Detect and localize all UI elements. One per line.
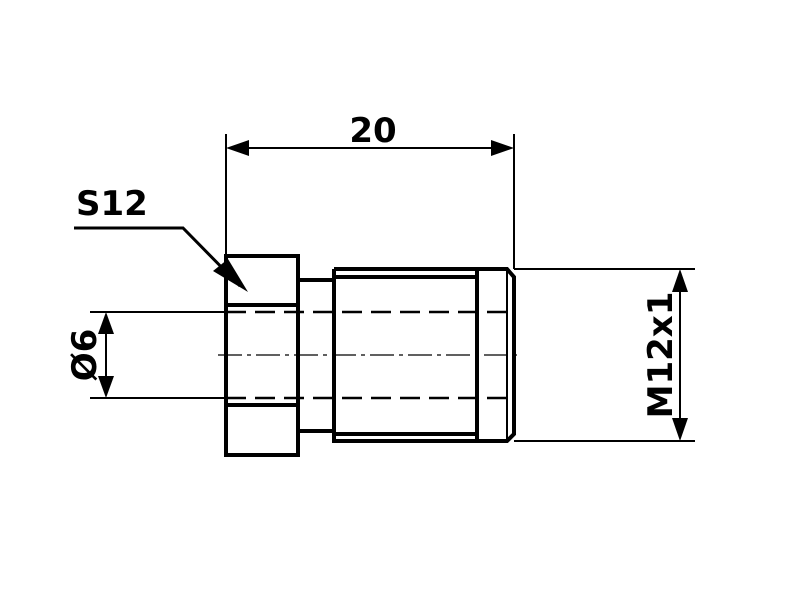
- wrench-size-callout: S12: [74, 184, 248, 292]
- thread-dimension: M12x1: [514, 268, 695, 442]
- bore-diameter-label: Ø6: [65, 329, 105, 382]
- wrench-size-label: S12: [76, 184, 148, 224]
- bore-diameter-dimension: Ø6: [65, 311, 226, 399]
- length-dimension: 20: [225, 111, 515, 269]
- hidden-bore-lines: [226, 310, 514, 400]
- neck: [298, 278, 334, 433]
- length-label: 20: [349, 111, 396, 151]
- thread-label: M12x1: [641, 292, 681, 419]
